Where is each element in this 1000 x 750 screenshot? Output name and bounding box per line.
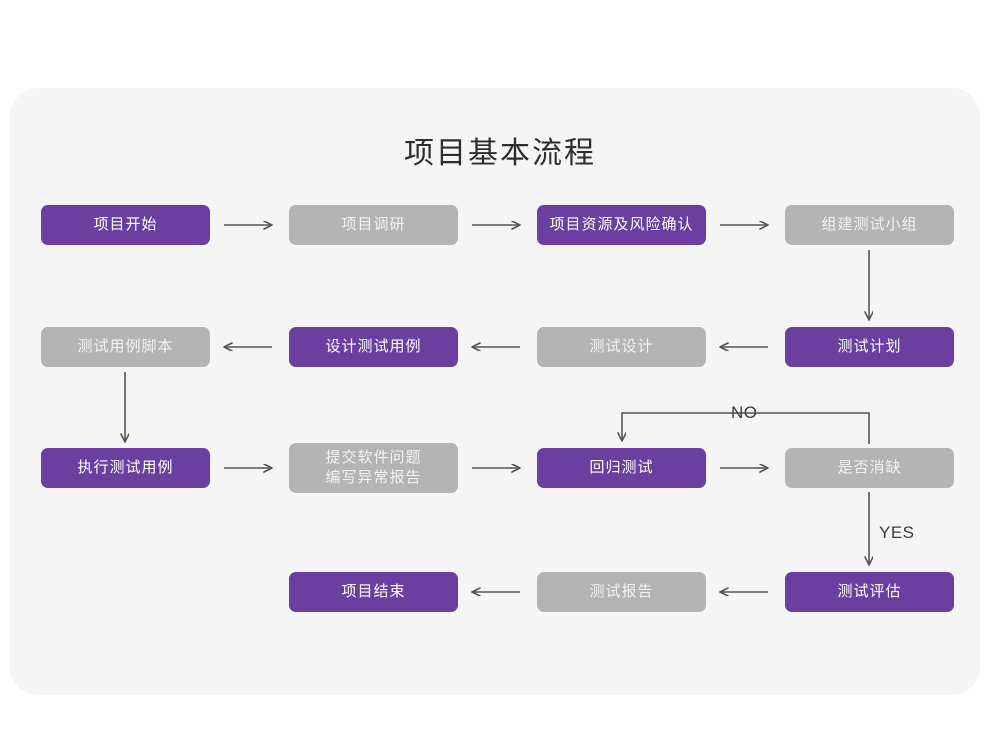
node-label: 项目调研	[341, 215, 406, 233]
node-label: 设计测试用例	[325, 337, 422, 355]
node-test-case-scripts[interactable]: 测试用例脚本	[41, 327, 210, 367]
node-label: 组建测试小组	[821, 215, 918, 233]
node-label: 是否消缺	[837, 458, 902, 476]
page-title: 项目基本流程	[404, 137, 596, 170]
node-test-evaluation[interactable]: 测试评估	[785, 572, 954, 612]
node-test-report[interactable]: 测试报告	[537, 572, 706, 612]
node-project-research[interactable]: 项目调研	[289, 205, 458, 245]
node-label: 测试评估	[837, 582, 902, 600]
node-submit-issues-report[interactable]: 提交软件问题 编写异常报告	[289, 443, 458, 493]
node-label: 测试报告	[589, 582, 654, 600]
node-label: 项目资源及风险确认	[549, 215, 694, 233]
node-label: 测试计划	[837, 337, 902, 355]
node-label: 提交软件问题 编写异常报告	[325, 448, 422, 486]
node-label: 回归测试	[589, 458, 654, 476]
node-regression-test[interactable]: 回归测试	[537, 448, 706, 488]
edge-label-no: NO	[731, 403, 758, 422]
node-test-plan[interactable]: 测试计划	[785, 327, 954, 367]
node-build-test-team[interactable]: 组建测试小组	[785, 205, 954, 245]
node-project-start[interactable]: 项目开始	[41, 205, 210, 245]
node-design-test-cases[interactable]: 设计测试用例	[289, 327, 458, 367]
node-label: 项目结束	[341, 582, 406, 600]
edge-n12-n11-no	[622, 412, 870, 444]
node-label: 执行测试用例	[77, 458, 174, 476]
edge-label-yes: YES	[879, 523, 915, 542]
node-defects-cleared[interactable]: 是否消缺	[785, 448, 954, 488]
node-label: 测试设计	[589, 337, 654, 355]
node-project-end[interactable]: 项目结束	[289, 572, 458, 612]
node-label: 项目开始	[93, 215, 158, 233]
node-test-design[interactable]: 测试设计	[537, 327, 706, 367]
node-resource-risk-confirm[interactable]: 项目资源及风险确认	[537, 205, 706, 245]
node-label: 测试用例脚本	[77, 337, 174, 355]
node-execute-test-cases[interactable]: 执行测试用例	[41, 448, 210, 488]
